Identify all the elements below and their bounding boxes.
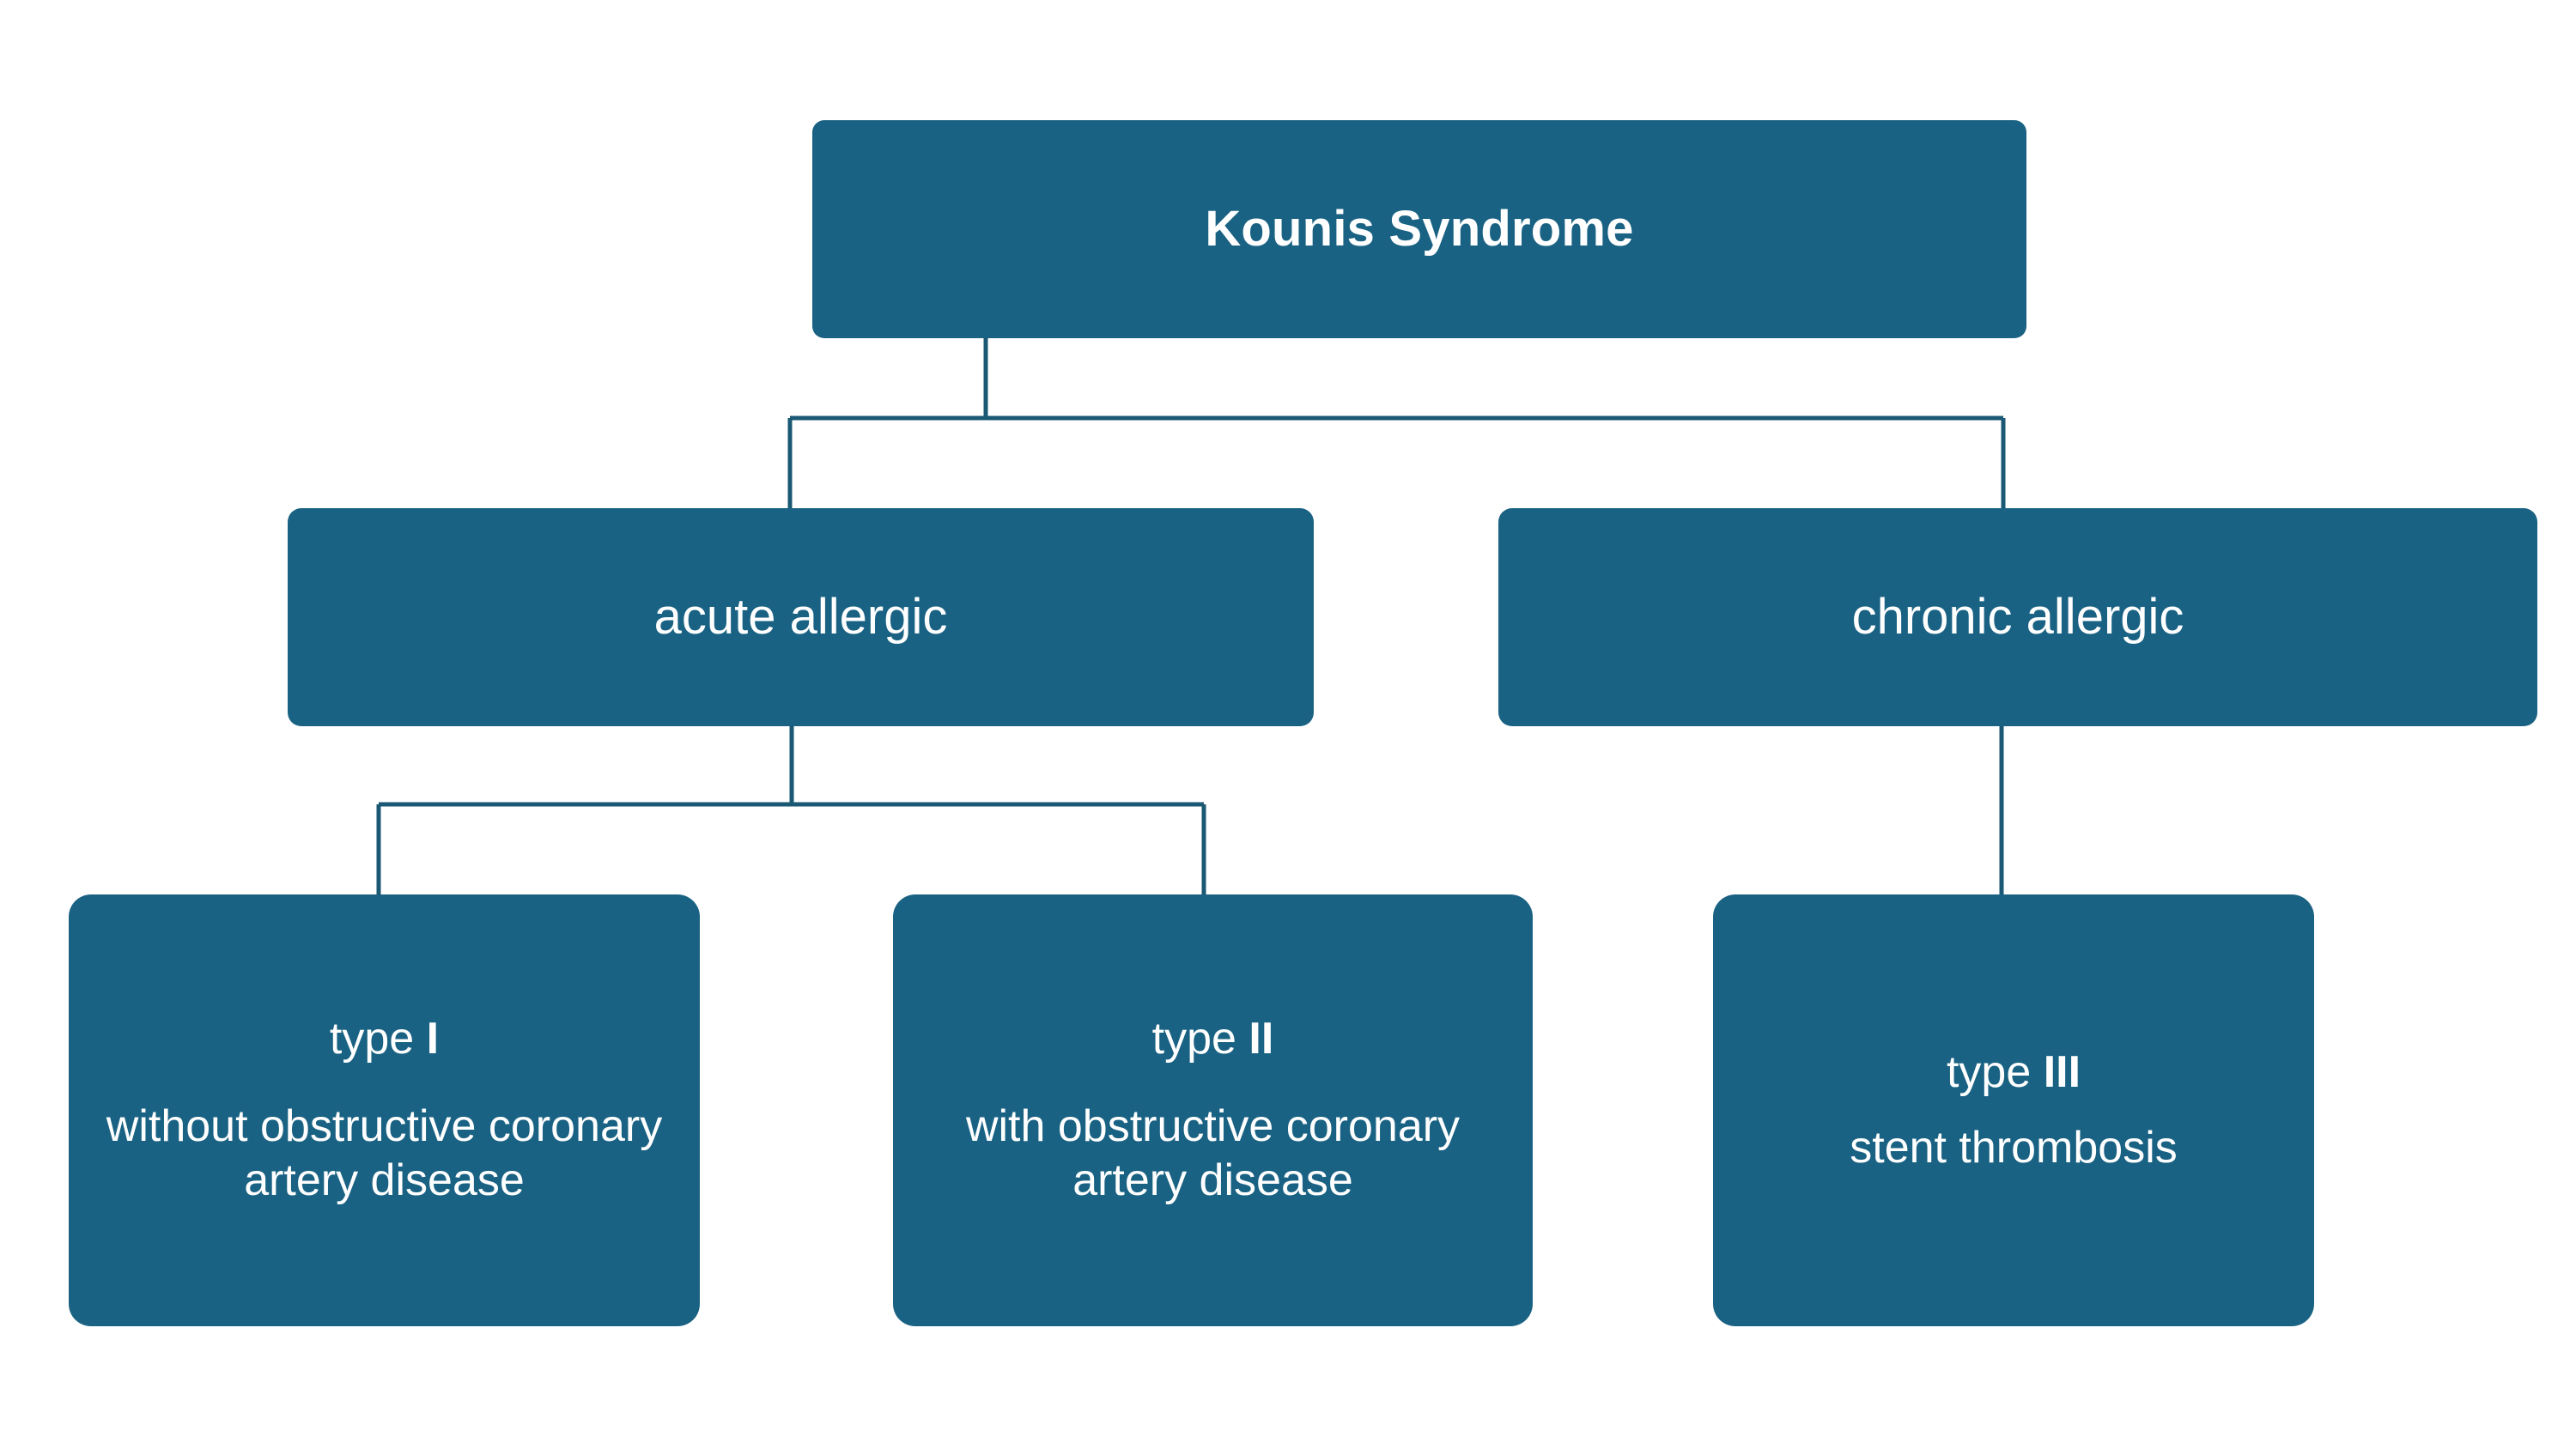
node-type-2-title-prefix: type xyxy=(1151,1014,1249,1064)
node-type-3[interactable]: type III stent thrombosis xyxy=(1713,894,2314,1326)
node-acute-allergic[interactable]: acute allergic xyxy=(288,508,1314,726)
node-type-2[interactable]: type II with obstructive coronary artery… xyxy=(893,894,1533,1326)
node-type-3-numeral: III xyxy=(2043,1047,2081,1098)
node-type-1-title-prefix: type xyxy=(329,1014,427,1064)
node-type-2-description: with obstructive coronary artery disease xyxy=(965,1100,1461,1206)
node-type-1[interactable]: type I without obstructive coronary arte… xyxy=(69,894,700,1326)
node-type-2-numeral: II xyxy=(1249,1014,1274,1064)
node-type-2-title: type II xyxy=(1152,1012,1274,1066)
node-kounis-syndrome[interactable]: Kounis Syndrome xyxy=(812,120,2026,338)
node-acute-allergic-label: acute allergic xyxy=(653,588,948,645)
node-kounis-syndrome-label: Kounis Syndrome xyxy=(1205,200,1634,257)
node-type-1-numeral: I xyxy=(426,1014,440,1064)
node-type-3-title: type III xyxy=(1947,1046,2081,1100)
node-type-3-description: stent thrombosis xyxy=(1850,1122,2178,1173)
node-type-3-title-prefix: type xyxy=(1946,1047,2044,1098)
node-type-1-title: type I xyxy=(330,1012,439,1066)
node-type-1-description: without obstructive coronary artery dise… xyxy=(106,1100,663,1206)
node-chronic-allergic-label: chronic allergic xyxy=(1851,588,2184,645)
node-chronic-allergic[interactable]: chronic allergic xyxy=(1498,508,2537,726)
